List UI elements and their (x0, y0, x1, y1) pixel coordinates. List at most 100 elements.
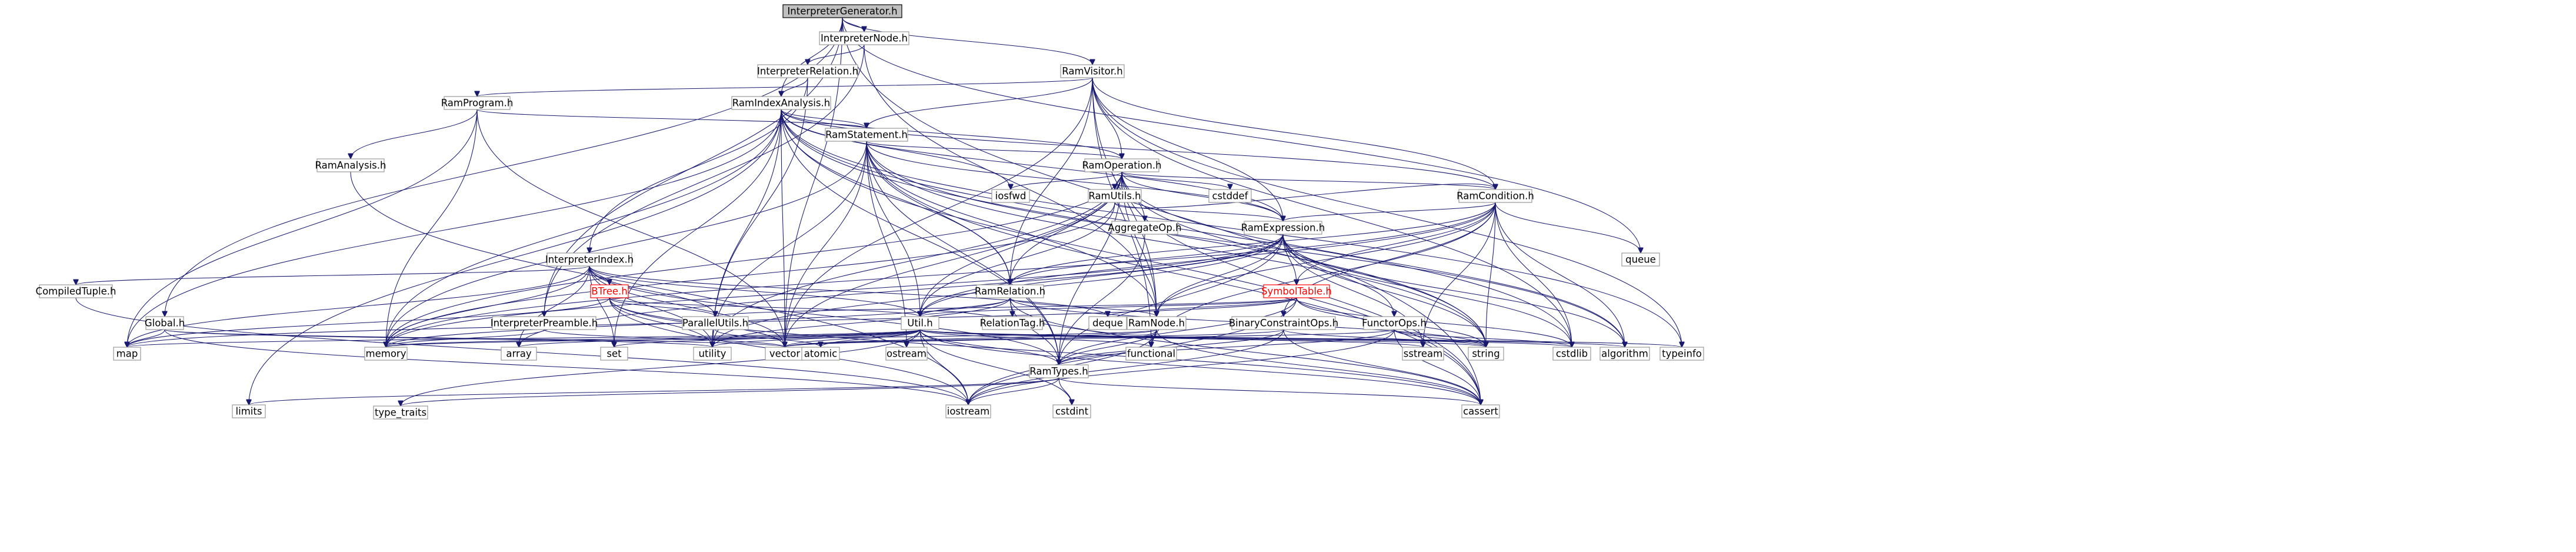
edge-interpreter-generator-to-ram-index-analysis (781, 17, 843, 97)
node-compiled-tuple[interactable]: CompiledTuple.h (36, 284, 116, 298)
node-limits[interactable]: limits (232, 404, 266, 418)
edge-util-to-atomic (821, 329, 921, 348)
edge-ram-expression-to-ram-types (1059, 234, 1284, 365)
node-vector[interactable]: vector (765, 347, 805, 361)
edge-btree-to-cassert (609, 297, 1481, 405)
node-functional[interactable]: functional (1125, 347, 1177, 361)
node-box (1659, 347, 1704, 361)
node-ram-relation[interactable]: RamRelation.h (975, 284, 1045, 298)
edge-ram-types-to-type-traits (401, 377, 1059, 407)
node-label: RamAnalysis.h (315, 160, 386, 171)
edge-ram-index-analysis-to-utility (712, 109, 782, 347)
node-ram-expression[interactable]: RamExpression.h (1241, 221, 1325, 235)
edge-ram-expression-to-ram-node (1157, 234, 1284, 317)
node-memory[interactable]: memory (364, 347, 408, 361)
edge-ram-condition-to-ram-expression (1283, 202, 1496, 222)
node-map[interactable]: map (113, 347, 141, 361)
node-ram-analysis[interactable]: RamAnalysis.h (315, 158, 386, 172)
node-label: RamVisitor.h (1062, 66, 1123, 77)
edge-ram-condition-to-ram-relation (1010, 202, 1496, 285)
edge-ram-program-to-map (127, 109, 478, 347)
node-cstdlib[interactable]: cstdlib (1552, 347, 1591, 361)
node-ram-node[interactable]: RamNode.h (1127, 316, 1187, 330)
node-ostream[interactable]: ostream (885, 347, 928, 361)
node-deque[interactable]: deque (1088, 316, 1127, 330)
edge-ram-statement-to-ostream (866, 141, 907, 347)
node-label: RamProgram.h (441, 98, 514, 109)
nodes-layer: InterpreterGenerator.hInterpreterNode.hI… (36, 4, 1704, 420)
node-ram-statement[interactable]: RamStatement.h (825, 128, 908, 142)
node-iosfwd[interactable]: iosfwd (991, 189, 1030, 203)
edge-interpreter-generator-to-ram-visitor (842, 17, 1092, 65)
node-btree[interactable]: BTree.h (590, 284, 629, 298)
node-label: RamRelation.h (975, 286, 1045, 297)
node-box (364, 347, 408, 361)
node-box (682, 316, 749, 330)
node-label: Util.h (907, 318, 932, 329)
node-functor-ops[interactable]: FunctorOps.h (1362, 316, 1427, 330)
node-aggregate-op[interactable]: AggregateOp.h (1108, 221, 1182, 235)
node-interpreter-index[interactable]: InterpreterIndex.h (545, 252, 634, 267)
node-string[interactable]: string (1468, 347, 1504, 361)
node-box (145, 316, 184, 330)
edge-interpreter-index-to-compiled-tuple (76, 265, 590, 285)
edge-global-to-vector (164, 329, 785, 348)
node-cstdint[interactable]: cstdint (1052, 404, 1091, 418)
node-box (600, 347, 628, 361)
node-typeinfo[interactable]: typeinfo (1659, 347, 1704, 361)
node-cassert[interactable]: cassert (1461, 404, 1500, 418)
node-relation-tag[interactable]: RelationTag.h (980, 316, 1045, 330)
node-box (1402, 347, 1444, 361)
edge-util-to-memory (386, 329, 921, 348)
node-box (1599, 347, 1650, 361)
node-sstream[interactable]: sstream (1402, 347, 1444, 361)
node-atomic[interactable]: atomic (801, 347, 840, 361)
node-ram-visitor[interactable]: RamVisitor.h (1060, 64, 1125, 78)
node-util[interactable]: Util.h (901, 316, 939, 330)
node-interpreter-preamble[interactable]: InterpreterPreamble.h (491, 316, 598, 330)
edge-util-to-typeinfo (919, 329, 1682, 348)
node-set[interactable]: set (600, 347, 628, 361)
edge-ram-program-to-vector (476, 109, 785, 347)
edge-ram-visitor-to-ram-relation (1010, 77, 1093, 285)
node-ram-utils[interactable]: RamUtils.h (1088, 189, 1142, 203)
node-array[interactable]: array (501, 347, 537, 361)
node-utility[interactable]: utility (693, 347, 732, 361)
node-label: ParallelUtils.h (682, 318, 748, 329)
node-symbol-table[interactable]: SymbolTable.h (1261, 284, 1332, 298)
edge-ram-operation-to-ram-expression (1121, 171, 1283, 222)
node-type-traits[interactable]: type_traits (373, 405, 428, 420)
node-label: RelationTag.h (980, 318, 1045, 329)
edge-ram-types-to-limits (249, 377, 1059, 405)
node-binary-constraint-ops[interactable]: BinaryConstraintOps.h (1229, 316, 1338, 330)
node-ram-condition[interactable]: RamCondition.h (1457, 189, 1534, 203)
edge-ram-index-analysis-to-limits (249, 109, 782, 405)
edge-binary-constraint-ops-to-iostream (968, 329, 1284, 405)
node-cstddef[interactable]: cstddef (1208, 189, 1252, 203)
edge-ram-statement-to-ram-node (866, 141, 1157, 317)
edge-symbol-table-to-deque (1108, 297, 1297, 317)
node-ram-program[interactable]: RamProgram.h (441, 96, 514, 110)
edge-ram-relation-to-ram-node (1009, 297, 1157, 317)
node-queue[interactable]: queue (1621, 252, 1660, 267)
node-box (945, 404, 991, 418)
edge-ram-index-analysis-to-cassert (781, 109, 1481, 405)
edge-ram-index-analysis-to-vector (781, 109, 785, 347)
node-label: string (1472, 348, 1499, 360)
node-global[interactable]: Global.h (145, 316, 185, 330)
node-interpreter-relation[interactable]: InterpreterRelation.h (757, 64, 858, 78)
node-interpreter-generator[interactable]: InterpreterGenerator.h (782, 4, 902, 18)
node-algorithm[interactable]: algorithm (1599, 347, 1650, 361)
node-box (1552, 347, 1591, 361)
node-interpreter-node[interactable]: InterpreterNode.h (819, 31, 909, 45)
node-box (901, 316, 939, 330)
node-ram-operation[interactable]: RamOperation.h (1082, 158, 1162, 172)
node-label: RamUtils.h (1088, 191, 1141, 202)
edge-ram-condition-to-queue (1495, 202, 1641, 254)
edge-ram-visitor-to-functional (1092, 77, 1151, 347)
edge-ram-types-to-cstdint (1058, 377, 1072, 405)
node-iostream[interactable]: iostream (945, 404, 991, 418)
node-ram-index-analysis[interactable]: RamIndexAnalysis.h (731, 96, 831, 110)
node-ram-types[interactable]: RamTypes.h (1029, 364, 1089, 378)
node-parallel-utils[interactable]: ParallelUtils.h (682, 316, 749, 330)
